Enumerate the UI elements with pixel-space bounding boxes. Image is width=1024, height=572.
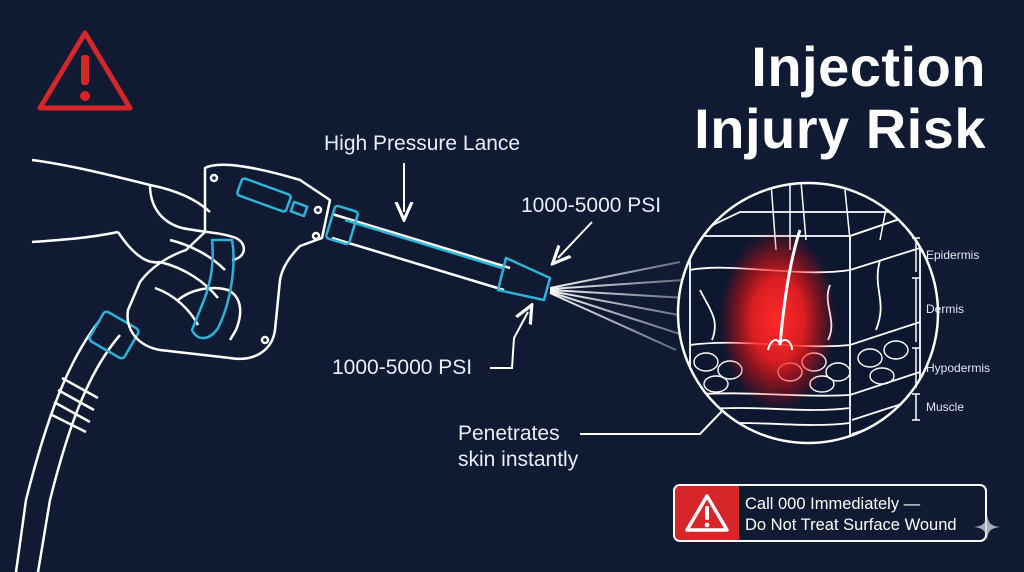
water-jet xyxy=(549,261,687,351)
penetrates-line-1: Penetrates xyxy=(458,422,560,445)
emergency-callout: Call 000 Immediately — Do Not Treat Surf… xyxy=(673,484,987,542)
warning-triangle-icon xyxy=(685,494,729,532)
layer-label-dermis: Dermis xyxy=(926,302,964,316)
penetrates-line-2: skin instantly xyxy=(458,448,579,471)
callout-icon-panel xyxy=(675,486,739,540)
title-line-2: Injury Risk xyxy=(694,97,986,160)
page-title: Injection Injury Risk xyxy=(694,36,986,160)
sparkle-icon xyxy=(974,514,1000,540)
psi-label-top: 1000-5000 PSI xyxy=(521,194,662,217)
skin-cross-section xyxy=(676,181,940,445)
callout-text: Call 000 Immediately — Do Not Treat Surf… xyxy=(745,494,957,536)
callout-line-2: Do Not Treat Surface Wound xyxy=(745,516,957,534)
penetrates-label: Penetrates skin instantly xyxy=(458,421,578,473)
callout-line-1: Call 000 Immediately — xyxy=(745,495,921,513)
layer-label-hypodermis: Hypodermis xyxy=(926,361,991,375)
lance-label: High Pressure Lance xyxy=(324,132,521,155)
lance xyxy=(325,204,552,302)
psi-label-bottom: 1000-5000 PSI xyxy=(332,356,473,379)
injury-glow xyxy=(720,230,836,410)
spray-gun xyxy=(126,163,332,361)
layer-label-muscle: Muscle xyxy=(926,400,965,414)
layer-label-epidermis: Epidermis xyxy=(926,248,980,262)
hose xyxy=(14,310,140,572)
title-line-1: Injection xyxy=(751,35,986,98)
gloved-hand xyxy=(31,158,245,326)
warning-triangle-icon xyxy=(37,30,133,111)
trigger xyxy=(190,177,309,340)
